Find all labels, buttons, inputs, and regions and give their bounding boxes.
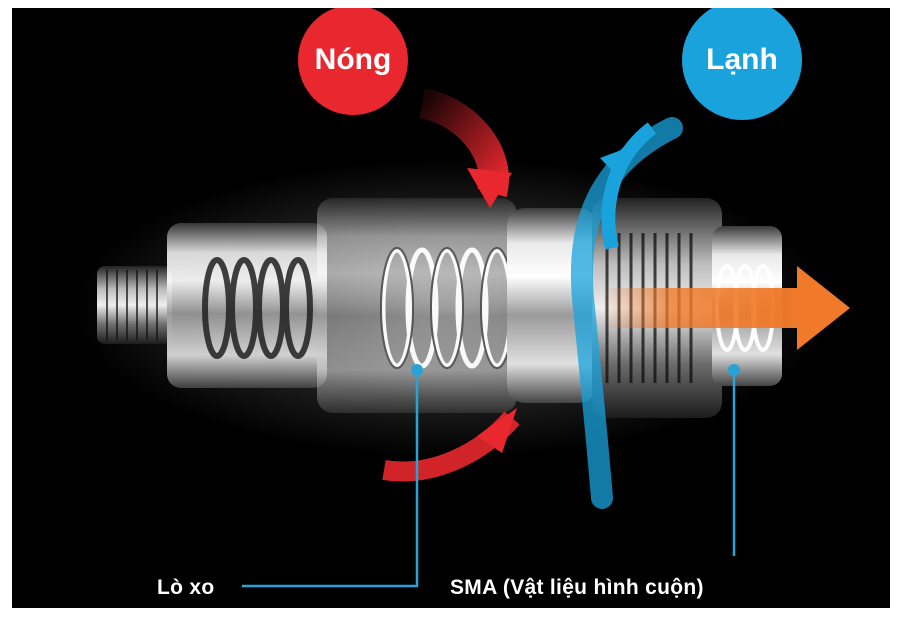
sma-leader-dot — [728, 364, 740, 376]
hot-arrowhead-top — [467, 168, 512, 208]
cold-label: Lạnh — [706, 43, 778, 76]
spring-leader-line — [242, 370, 419, 588]
spring-coil — [380, 247, 514, 369]
hot-label: Nóng — [314, 43, 392, 76]
cartridge-illustration — [72, 88, 850, 588]
hot-badge: Nóng — [298, 8, 408, 115]
diagram-canvas: Nóng Lạnh Lò xo SMA (Vật liệu hình cuộn) — [12, 8, 890, 608]
sma-callout-label: SMA (Vật liệu hình cuộn) — [450, 576, 704, 599]
spring-leader-dot — [411, 364, 423, 376]
cold-arrow — [601, 122, 657, 250]
cold-badge: Lạnh — [682, 8, 802, 120]
outlet-arrow-shaft — [602, 288, 802, 328]
hot-arrowhead-bottom — [477, 408, 517, 453]
spring-callout-label: Lò xo — [157, 576, 215, 599]
outlet-arrowhead — [797, 266, 850, 350]
cold-arrowhead — [600, 146, 632, 178]
spline-shaft — [97, 266, 172, 344]
housing-left — [167, 223, 327, 388]
